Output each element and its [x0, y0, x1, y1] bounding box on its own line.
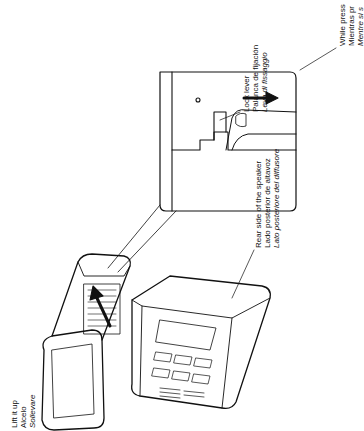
caption-label: Leva di fissaggio [260, 52, 269, 112]
speaker-top [78, 262, 130, 276]
lock-lever [214, 112, 226, 140]
finger [226, 110, 296, 150]
unit-grille [160, 388, 204, 398]
caption-label: Palanca de fijación [251, 45, 260, 112]
speaker-front [42, 330, 104, 430]
caption-label: While press [338, 4, 347, 46]
inset-panel-edge [171, 150, 172, 211]
speaker-body [52, 254, 130, 340]
caption-label: Sollevare [28, 395, 37, 428]
lift-arrow [96, 296, 110, 326]
speaker-slot [84, 284, 120, 334]
caption-label: Lock lever [242, 76, 251, 112]
inset-panel [172, 72, 296, 150]
caption-label: Rear side of the speaker [254, 161, 263, 248]
speaker-grille [52, 344, 94, 418]
unit-body [132, 276, 271, 408]
inset-screw [196, 98, 200, 102]
unit-keys [152, 352, 212, 384]
caption-label: Mentre si s [356, 7, 364, 46]
caption-label: Mientras pr [347, 6, 356, 46]
leader-line [220, 48, 336, 298]
unit-display [156, 320, 216, 350]
caption-label: Lado posterior de altavoz [263, 158, 272, 248]
caption-label: Lift it up [10, 400, 19, 428]
fingernail [236, 113, 246, 126]
lift-arrow-head [90, 286, 103, 300]
unit-edge [132, 298, 270, 408]
caption-label: Alcelo [19, 406, 28, 428]
caption-label: Lato posteriore del diffusore [272, 149, 281, 248]
inset-callout [108, 205, 176, 272]
